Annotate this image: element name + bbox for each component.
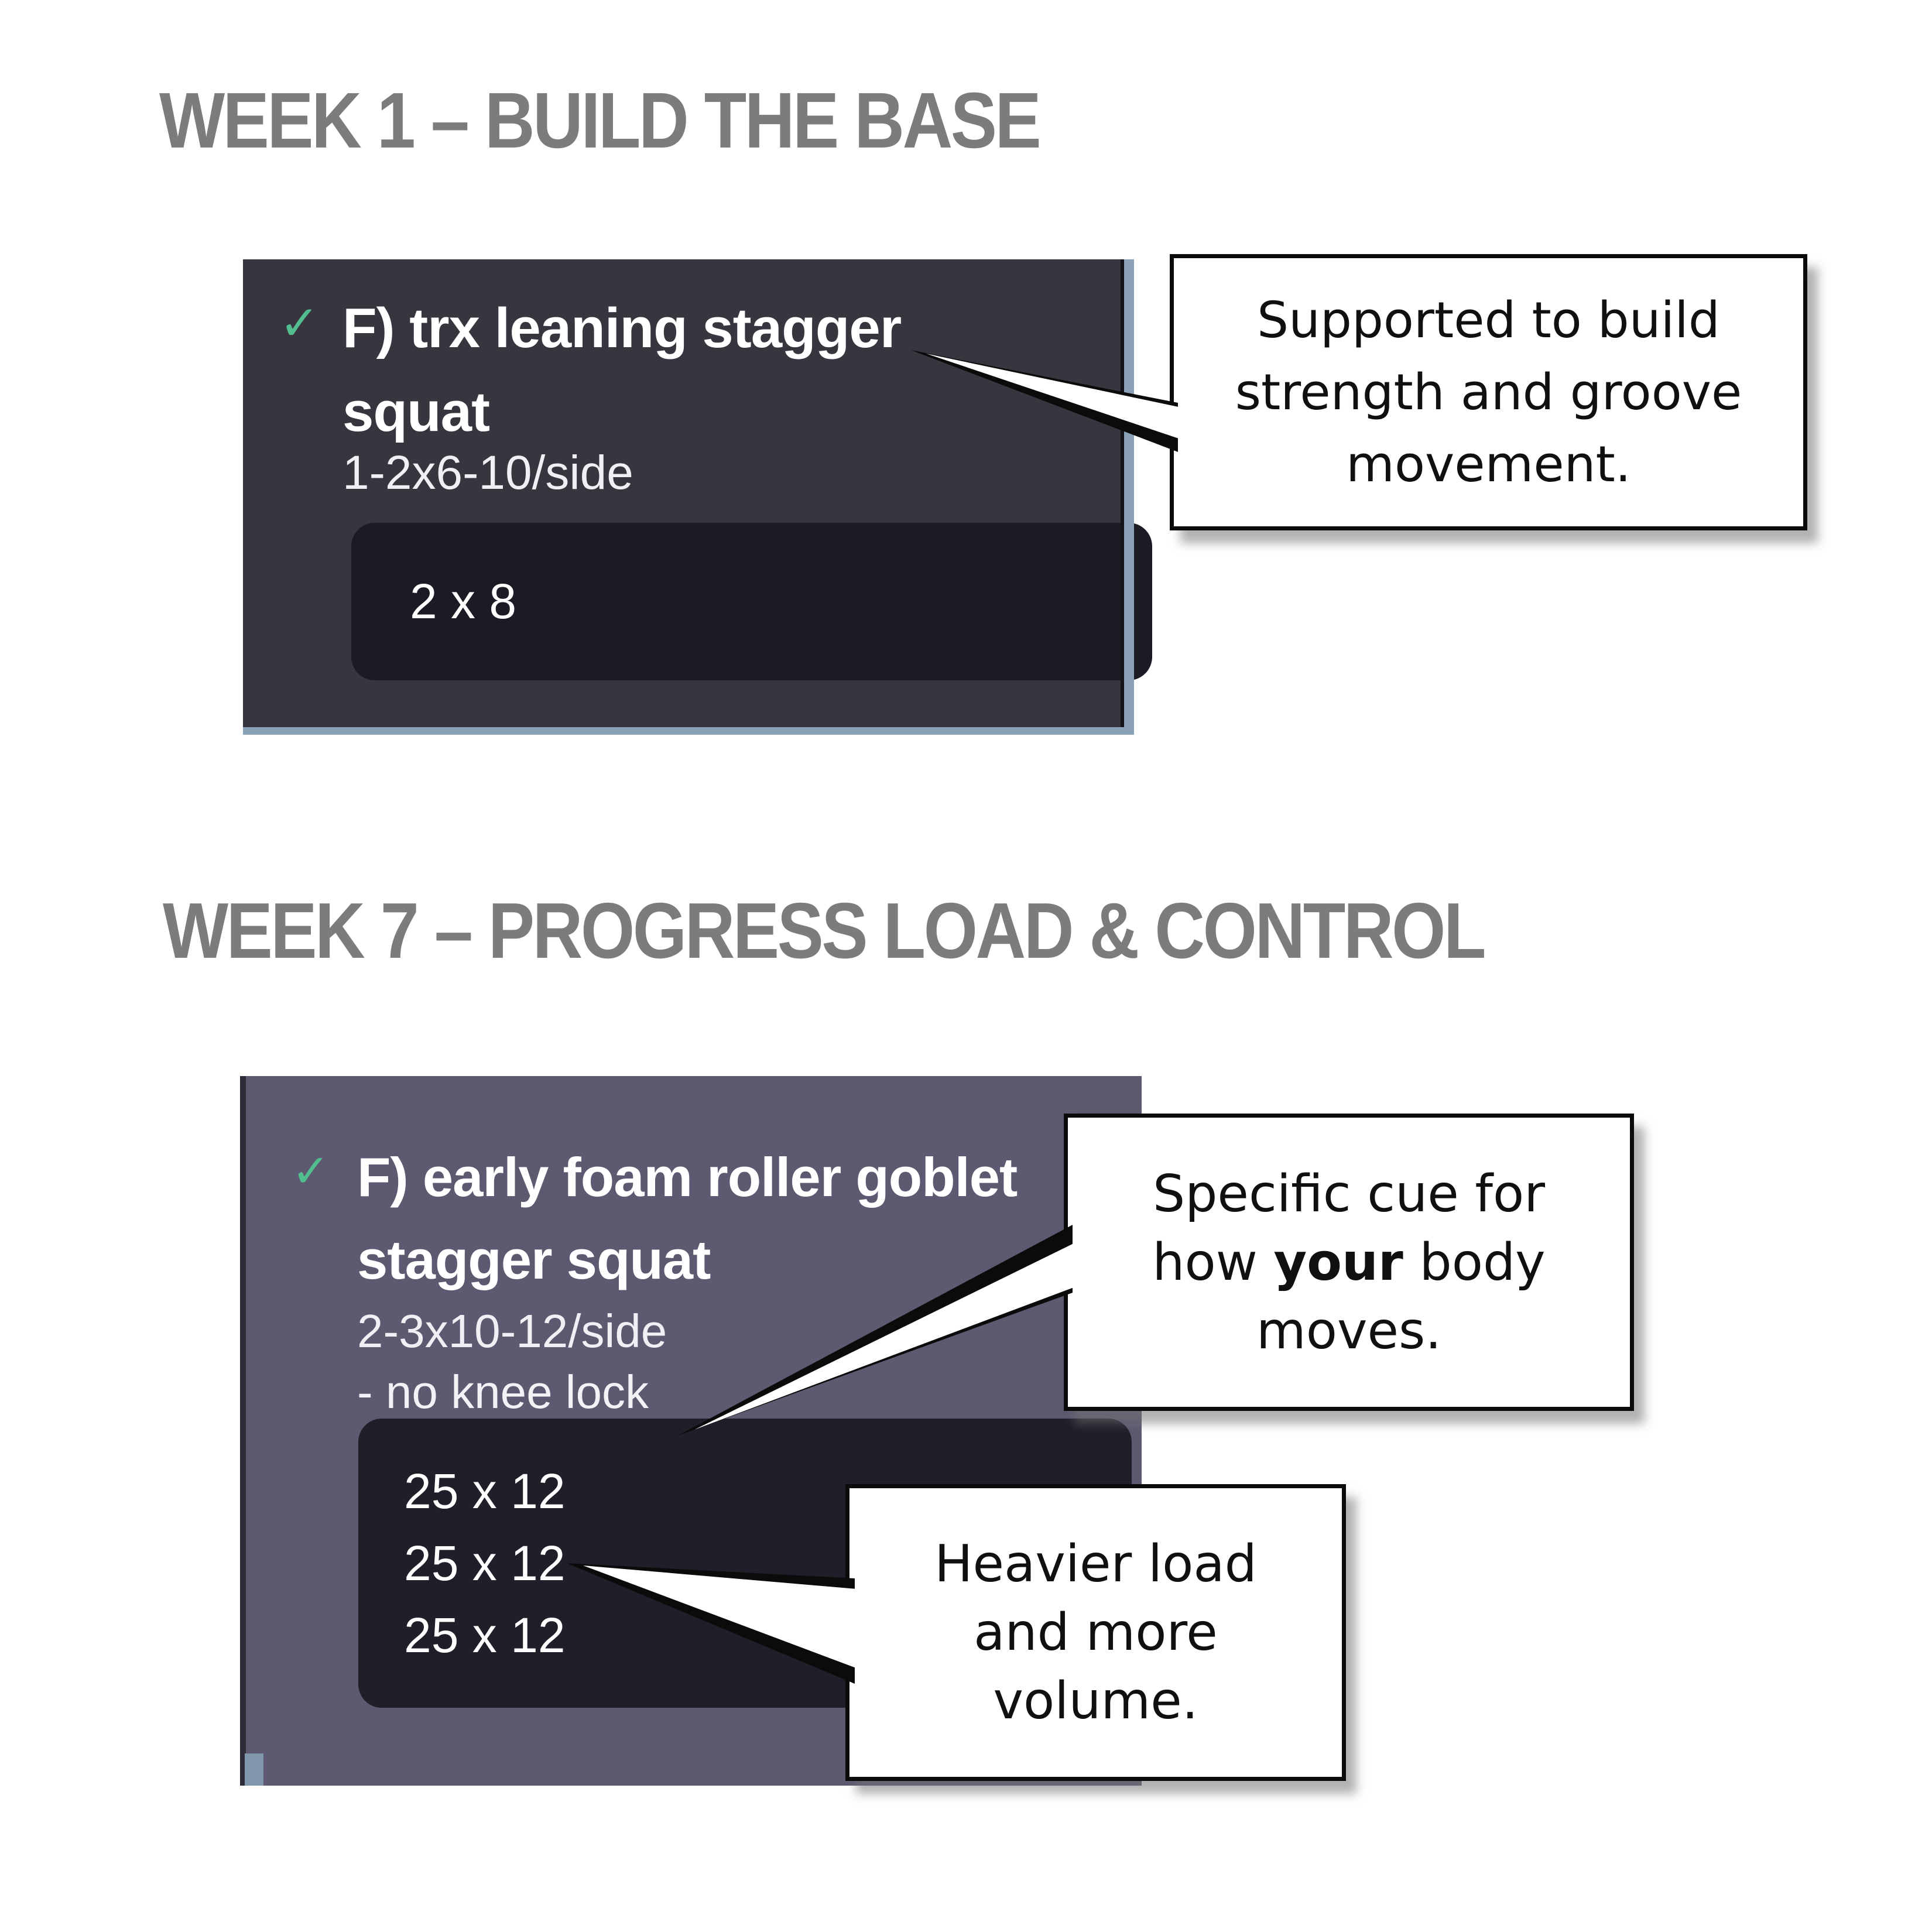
callout-line: how your body — [1152, 1228, 1545, 1297]
exercise-rep-scheme: 1-2x6-10/side — [342, 446, 633, 499]
app-scrollbar-horizontal[interactable] — [243, 727, 1134, 735]
callout-line: Heavier load — [934, 1534, 1257, 1594]
callout-line: Specific cue for — [1152, 1163, 1546, 1224]
exercise-title-line2: squat — [342, 381, 490, 443]
card-left-edge — [240, 1076, 246, 1786]
callout-line: moves. — [1256, 1300, 1441, 1361]
week7-heading-text: WEEK 7 – PROGRESS LOAD & CONTROL — [163, 886, 1486, 975]
exercise-title: F) early foam roller goblet stagger squa… — [357, 1136, 1018, 1301]
callout-heavier-load: Heavier load and more volume. — [845, 1484, 1346, 1781]
week1-heading: WEEK 1 – BUILD THE BASE — [159, 81, 1159, 160]
callout-line: movement. — [1346, 435, 1631, 494]
set-row[interactable]: 25 x 12 — [404, 1463, 566, 1519]
exercise-title-line1: F) early foam roller goblet — [357, 1146, 1018, 1208]
exercise-title: F) trx leaning stagger squat — [342, 286, 902, 454]
callout-line: volume. — [993, 1671, 1198, 1731]
week7-heading: WEEK 7 – PROGRESS LOAD & CONTROL — [163, 891, 1664, 970]
set-row[interactable]: 2 x 8 — [410, 574, 517, 629]
week1-exercise-card: ✓ F) trx leaning stagger squat 1-2x6-10/… — [243, 259, 1152, 735]
week1-heading-text: WEEK 1 – BUILD THE BASE — [159, 76, 1042, 165]
callout-line: strength and groove — [1235, 363, 1742, 422]
exercise-title-line2: stagger squat — [357, 1229, 711, 1290]
set-row[interactable]: 25 x 12 — [404, 1535, 566, 1591]
exercise-title-line1: F) trx leaning stagger — [342, 297, 902, 359]
exercise-check-icon[interactable]: ✓ — [279, 296, 320, 351]
callout-line-bold: your — [1273, 1232, 1403, 1292]
callout-supported: Supported to build strength and groove m… — [1170, 254, 1807, 530]
callout-specific-cue: Specific cue for how your body moves. — [1064, 1114, 1634, 1411]
exercise-check-icon[interactable]: ✓ — [292, 1145, 330, 1198]
set-row[interactable]: 25 x 12 — [404, 1607, 566, 1663]
callout-line-pre: how — [1152, 1232, 1274, 1292]
callout-line: and more — [974, 1602, 1218, 1662]
app-scrollbar-vertical[interactable] — [1121, 259, 1134, 735]
callout-line-post: body — [1403, 1232, 1546, 1292]
exercise-rep-scheme: 2-3x10-12/side — [357, 1305, 667, 1357]
callout-line: Supported to build — [1257, 291, 1720, 350]
app-scrollbar-nub[interactable] — [245, 1753, 263, 1786]
set-log-box: 2 x 8 — [351, 523, 1152, 680]
exercise-cue-note: - no knee lock — [357, 1366, 649, 1418]
